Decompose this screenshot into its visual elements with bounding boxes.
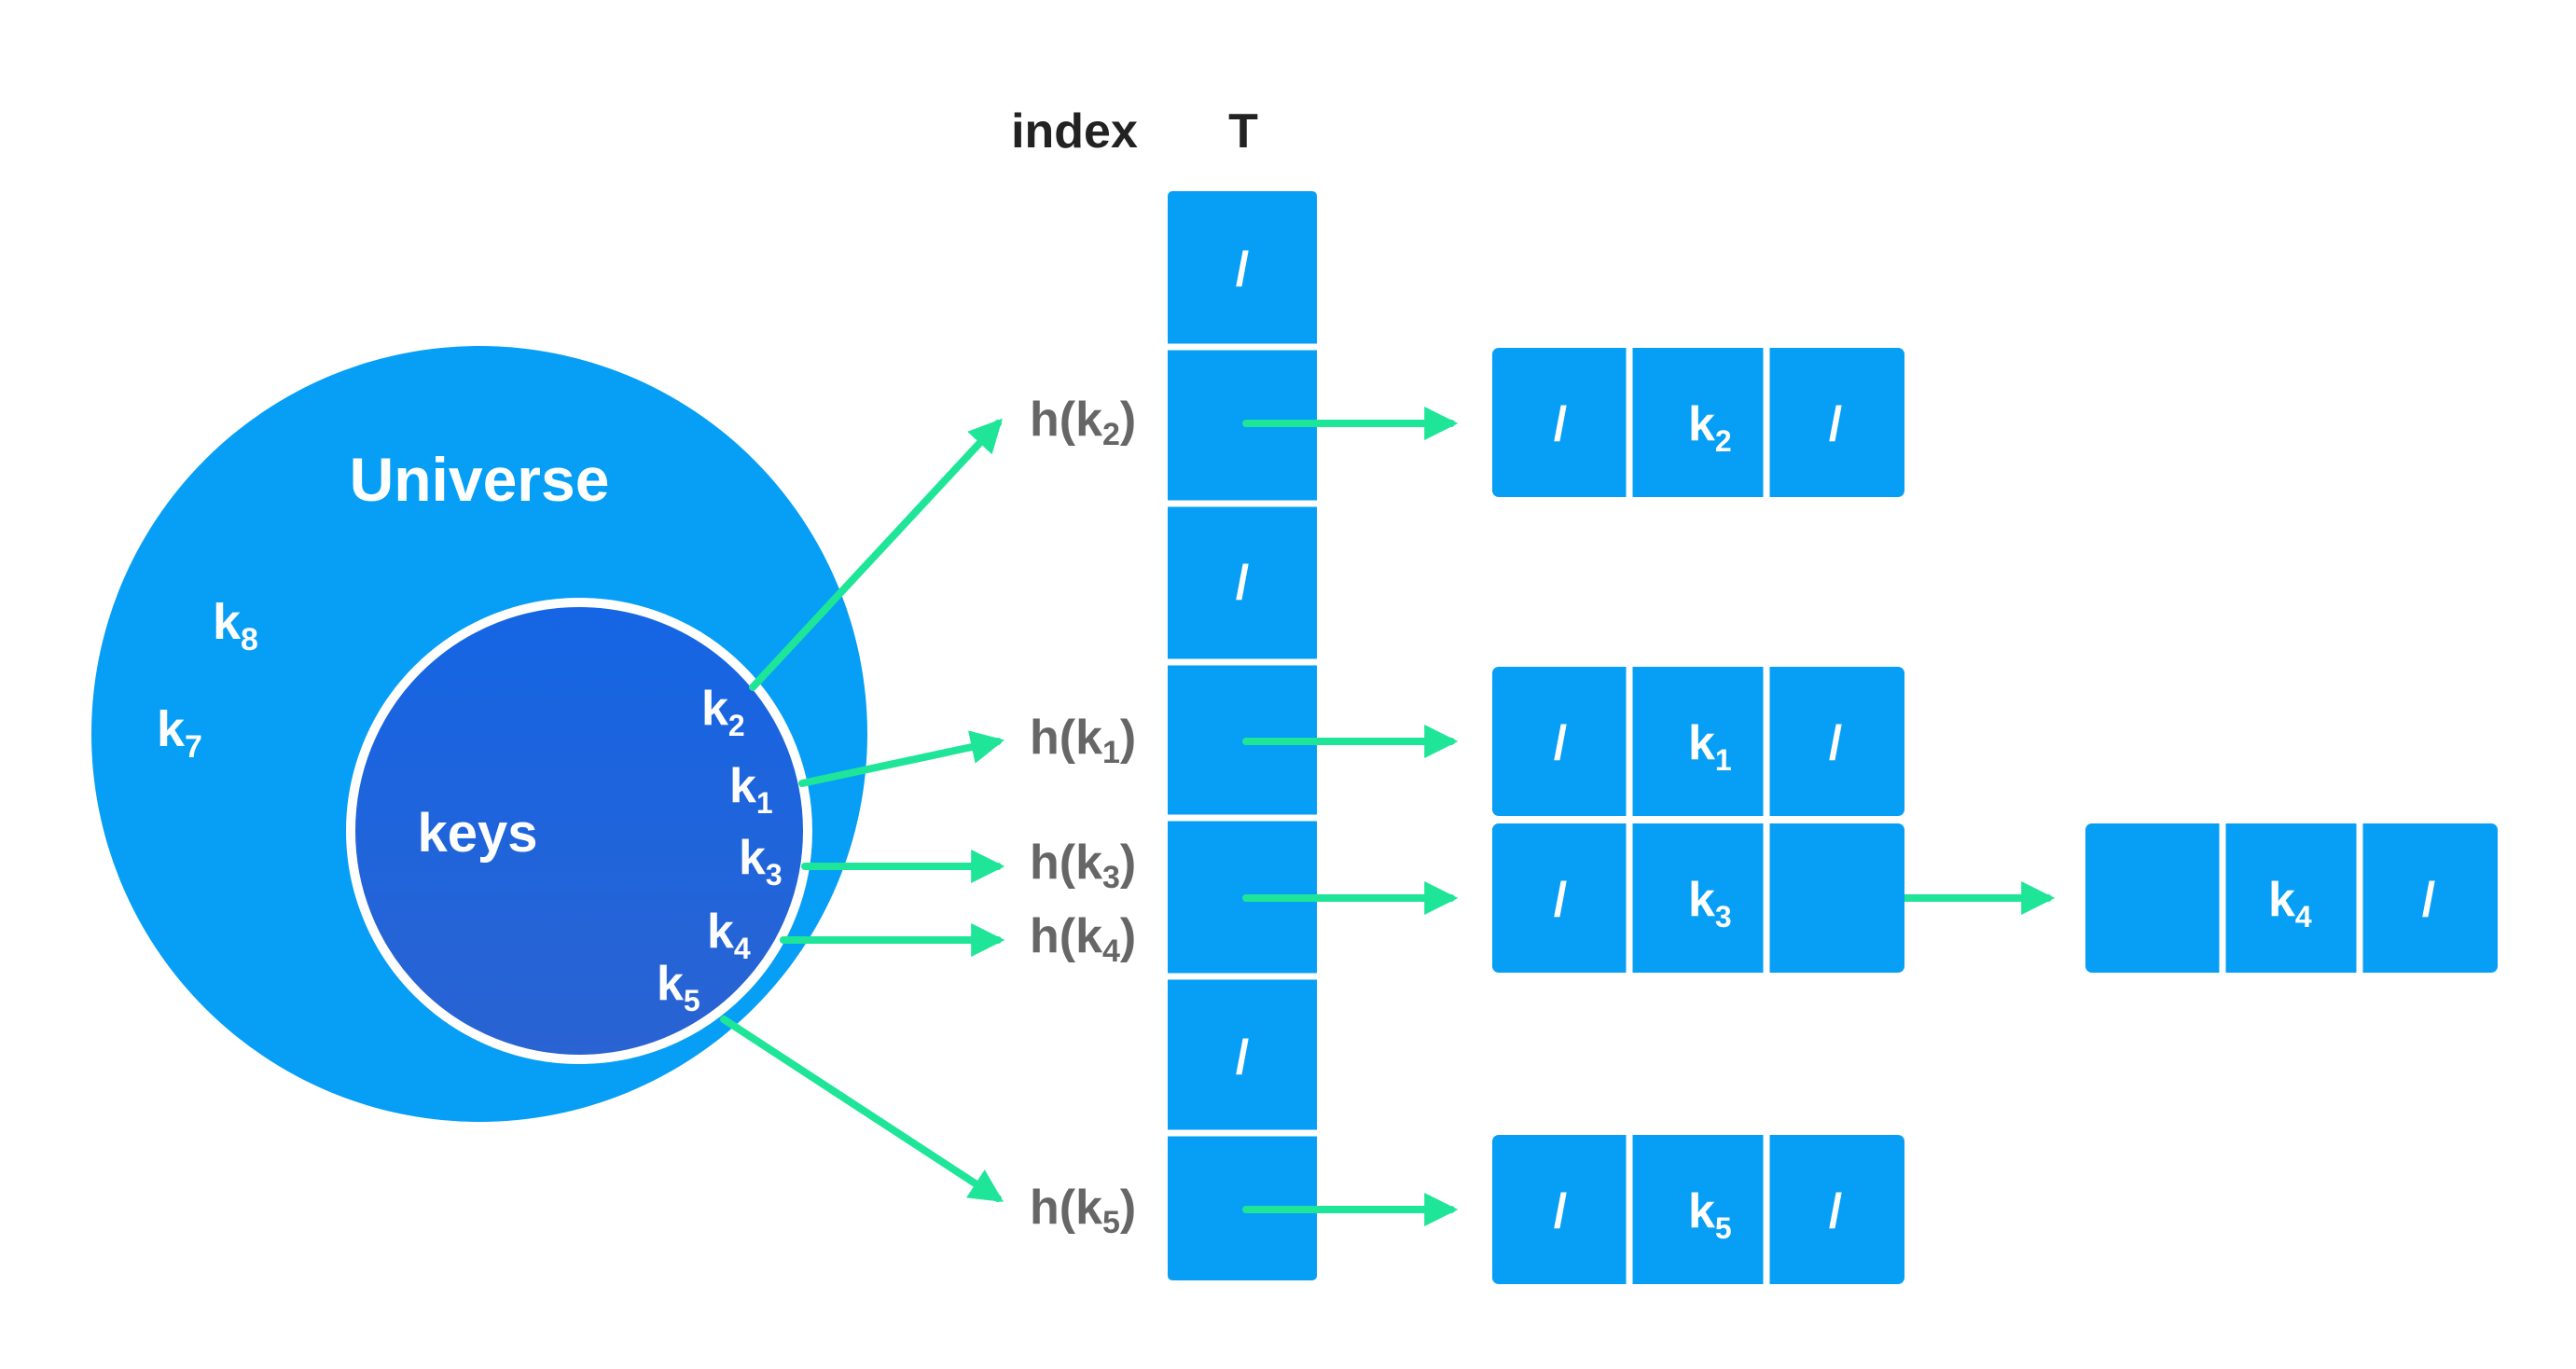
node-box: [1492, 667, 1904, 816]
table-header: T: [1228, 104, 1258, 159]
slot-0-nil: /: [1236, 242, 1249, 297]
hash-arrow-k1: [798, 730, 1005, 787]
hash-table: / / /: [1168, 191, 1317, 1280]
chain-node-k5: / k5 /: [1492, 1135, 1904, 1284]
key-k4: k4: [707, 905, 751, 965]
node-next: /: [1829, 397, 1842, 451]
node-prev: /: [1554, 397, 1567, 451]
node-key: k4: [2268, 873, 2312, 933]
node-key: k1: [1688, 716, 1732, 777]
index-header: index: [1011, 104, 1138, 159]
key-k8: k8: [213, 594, 258, 657]
node-key: k3: [1688, 873, 1732, 933]
hash-arrow-k5: [720, 1016, 1004, 1202]
node-box: [2085, 823, 2498, 973]
table-column: [1168, 191, 1317, 1280]
node-next: /: [1829, 1184, 1842, 1238]
hash-label-k3: h(k3): [1030, 836, 1136, 895]
node-prev: /: [1554, 1184, 1567, 1238]
node-box: [1492, 1135, 1904, 1284]
keys-label: keys: [417, 803, 537, 864]
hash-label-k2: h(k2): [1030, 393, 1136, 452]
slot-2-nil: /: [1236, 556, 1249, 610]
universe-label: Universe: [350, 445, 610, 514]
keys-circle: [346, 598, 812, 1064]
node-next: /: [1829, 716, 1842, 770]
chain-node-k4: k4 /: [2085, 823, 2498, 973]
node-box: [1492, 823, 1904, 973]
hash-label-k4: h(k4): [1030, 909, 1136, 969]
hash-label-k5: h(k5): [1030, 1181, 1136, 1240]
key-k7: k7: [157, 701, 202, 765]
hash-label-k1: h(k1): [1030, 711, 1136, 770]
key-k3: k3: [739, 831, 782, 892]
node-next: /: [2422, 873, 2435, 927]
node-key: k5: [1688, 1184, 1732, 1245]
hash-arrow-k2: [749, 418, 1003, 691]
node-box: [1492, 348, 1904, 497]
chain-node-k1: / k1 /: [1492, 667, 1904, 816]
node-key: k2: [1688, 397, 1732, 458]
key-k2: k2: [701, 682, 745, 742]
key-k1: k1: [729, 759, 773, 820]
node-prev: /: [1554, 716, 1567, 770]
chain-node-k3: / k3: [1492, 823, 1904, 973]
node-prev: /: [1554, 873, 1567, 927]
slot-5-nil: /: [1236, 1030, 1249, 1085]
key-k5: k5: [657, 957, 700, 1017]
chain-node-k2: / k2 /: [1492, 348, 1904, 497]
